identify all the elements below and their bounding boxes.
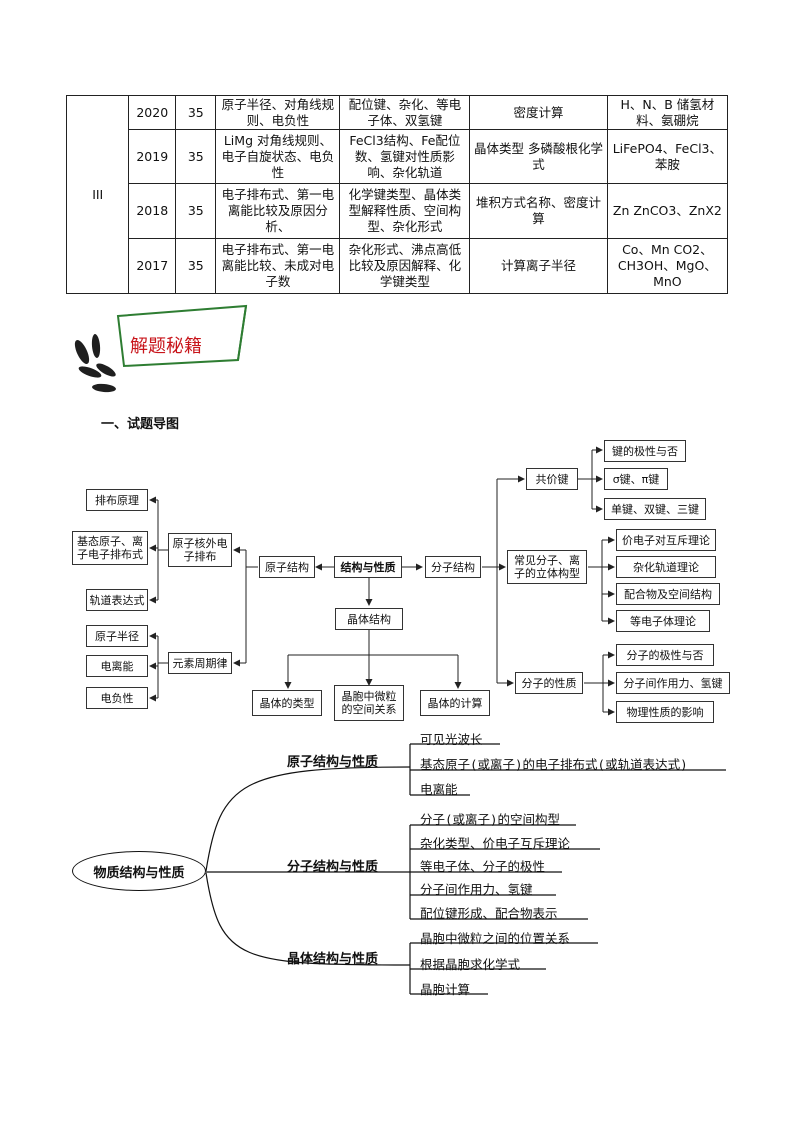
molecule-topic-cell: 杂化形式、沸点高低比较及原因解释、化学键类型 <box>340 239 470 294</box>
branch-title: 原子结构与性质 <box>287 751 378 770</box>
branch-item: 晶胞中微粒之间的位置关系 <box>420 928 570 947</box>
crystal-topic-cell: 晶体类型 多磷酸根化学式 <box>470 130 607 184</box>
atom-topic-cell: LiMg 对角线规则、电子自旋状态、电负性 <box>216 130 340 184</box>
right-item: 键的极性与否 <box>604 440 686 462</box>
table-row: 2017 35 电子排布式、第一电离能比较、未成对电子数 杂化形式、沸点高低比较… <box>67 239 728 294</box>
crystal-topic-cell: 计算离子半径 <box>470 239 607 294</box>
question-cell: 35 <box>176 130 216 184</box>
atom-topic-cell: 电子排布式、第一电离能比较及原因分析、 <box>216 184 340 239</box>
branch-item: 晶胞计算 <box>420 979 470 998</box>
leaf-icon <box>72 334 118 393</box>
left-item: 排布原理 <box>86 489 148 511</box>
year-cell: 2020 <box>129 96 176 130</box>
right-item: 分子间作用力、氢键 <box>616 672 730 694</box>
year-cell: 2018 <box>129 184 176 239</box>
right-item: 配合物及空间结构 <box>616 583 720 605</box>
concept-atom: 原子结构 <box>259 556 315 578</box>
question-cell: 35 <box>176 184 216 239</box>
branch-item: 电离能 <box>420 779 458 798</box>
crystal-item: 晶胞中微粒的空间关系 <box>334 685 404 721</box>
concept-extra-nuclear: 原子核外电子排布 <box>168 533 232 567</box>
year-cell: 2017 <box>129 239 176 294</box>
crystal-topic-cell: 堆积方式名称、密度计算 <box>470 184 607 239</box>
branch-item: 可见光波长 <box>420 729 483 748</box>
left-item: 轨道表达式 <box>86 589 148 611</box>
left-item: 电离能 <box>86 655 148 677</box>
branch-item: 等电子体、分子的极性 <box>420 856 545 875</box>
right-item: 等电子体理论 <box>616 610 710 632</box>
crystal-topic-cell: 密度计算 <box>470 96 607 130</box>
right-item: 单键、双键、三键 <box>604 498 706 520</box>
banner-title: 解题秘籍 <box>130 332 202 358</box>
concept-molecule: 分子结构 <box>425 556 481 578</box>
year-cell: 2019 <box>129 130 176 184</box>
concept-center: 结构与性质 <box>334 556 402 578</box>
material-cell: H、N、B 储氢材料、氨硼烷 <box>607 96 727 130</box>
left-item: 原子半径 <box>86 625 148 647</box>
group-cell: III <box>67 96 129 294</box>
right-item: 价电子对互斥理论 <box>616 529 716 551</box>
question-cell: 35 <box>176 239 216 294</box>
table-row: 2018 35 电子排布式、第一电离能比较及原因分析、 化学键类型、晶体类型解释… <box>67 184 728 239</box>
branch-item: 杂化类型、价电子互斥理论 <box>420 833 570 852</box>
branch-item: 基态原子(或离子)的电子排布式(或轨道表达式) <box>420 754 688 773</box>
branch-item: 分子(或离子)的空间构型 <box>420 809 560 828</box>
concept-shape: 常见分子、离子的立体构型 <box>507 550 587 584</box>
molecule-topic-cell: FeCl3结构、Fe配位数、氢键对性质影响、杂化轨道 <box>340 130 470 184</box>
concept-property: 分子的性质 <box>515 672 583 694</box>
crystal-item: 晶体的计算 <box>420 690 490 716</box>
molecule-topic-cell: 化学键类型、晶体类型解释性质、空间构型、杂化形式 <box>340 184 470 239</box>
right-item: 杂化轨道理论 <box>616 556 716 578</box>
right-item: σ键、π键 <box>604 468 668 490</box>
branch-item: 分子间作用力、氢键 <box>420 879 533 898</box>
mind-map-root: 物质结构与性质 <box>72 851 206 891</box>
left-item: 基态原子、离子电子排布式 <box>72 531 148 565</box>
material-cell: Co、Mn CO2、CH3OH、MgO、MnO <box>607 239 727 294</box>
material-cell: Zn ZnCO3、ZnX2 <box>607 184 727 239</box>
right-item: 分子的极性与否 <box>616 644 714 666</box>
concept-periodic: 元素周期律 <box>168 652 232 674</box>
table-row: III 2020 35 原子半径、对角线规则、电负性 配位键、杂化、等电子体、双… <box>67 96 728 130</box>
exam-table: III 2020 35 原子半径、对角线规则、电负性 配位键、杂化、等电子体、双… <box>66 95 728 294</box>
concept-covalent: 共价键 <box>526 468 578 490</box>
branch-item: 配位键形成、配合物表示 <box>420 903 558 922</box>
right-item: 物理性质的影响 <box>616 701 714 723</box>
atom-topic-cell: 电子排布式、第一电离能比较、未成对电子数 <box>216 239 340 294</box>
molecule-topic-cell: 配位键、杂化、等电子体、双氢键 <box>340 96 470 130</box>
left-item: 电负性 <box>86 687 148 709</box>
atom-topic-cell: 原子半径、对角线规则、电负性 <box>216 96 340 130</box>
question-cell: 35 <box>176 96 216 130</box>
table-row: 2019 35 LiMg 对角线规则、电子自旋状态、电负性 FeCl3结构、Fe… <box>67 130 728 184</box>
branch-title: 晶体结构与性质 <box>287 948 378 967</box>
concept-crystal: 晶体结构 <box>335 608 403 630</box>
branch-title: 分子结构与性质 <box>287 856 378 875</box>
crystal-item: 晶体的类型 <box>252 690 322 716</box>
branch-item: 根据晶胞求化学式 <box>420 954 520 973</box>
material-cell: LiFePO4、FeCl3、苯胺 <box>607 130 727 184</box>
